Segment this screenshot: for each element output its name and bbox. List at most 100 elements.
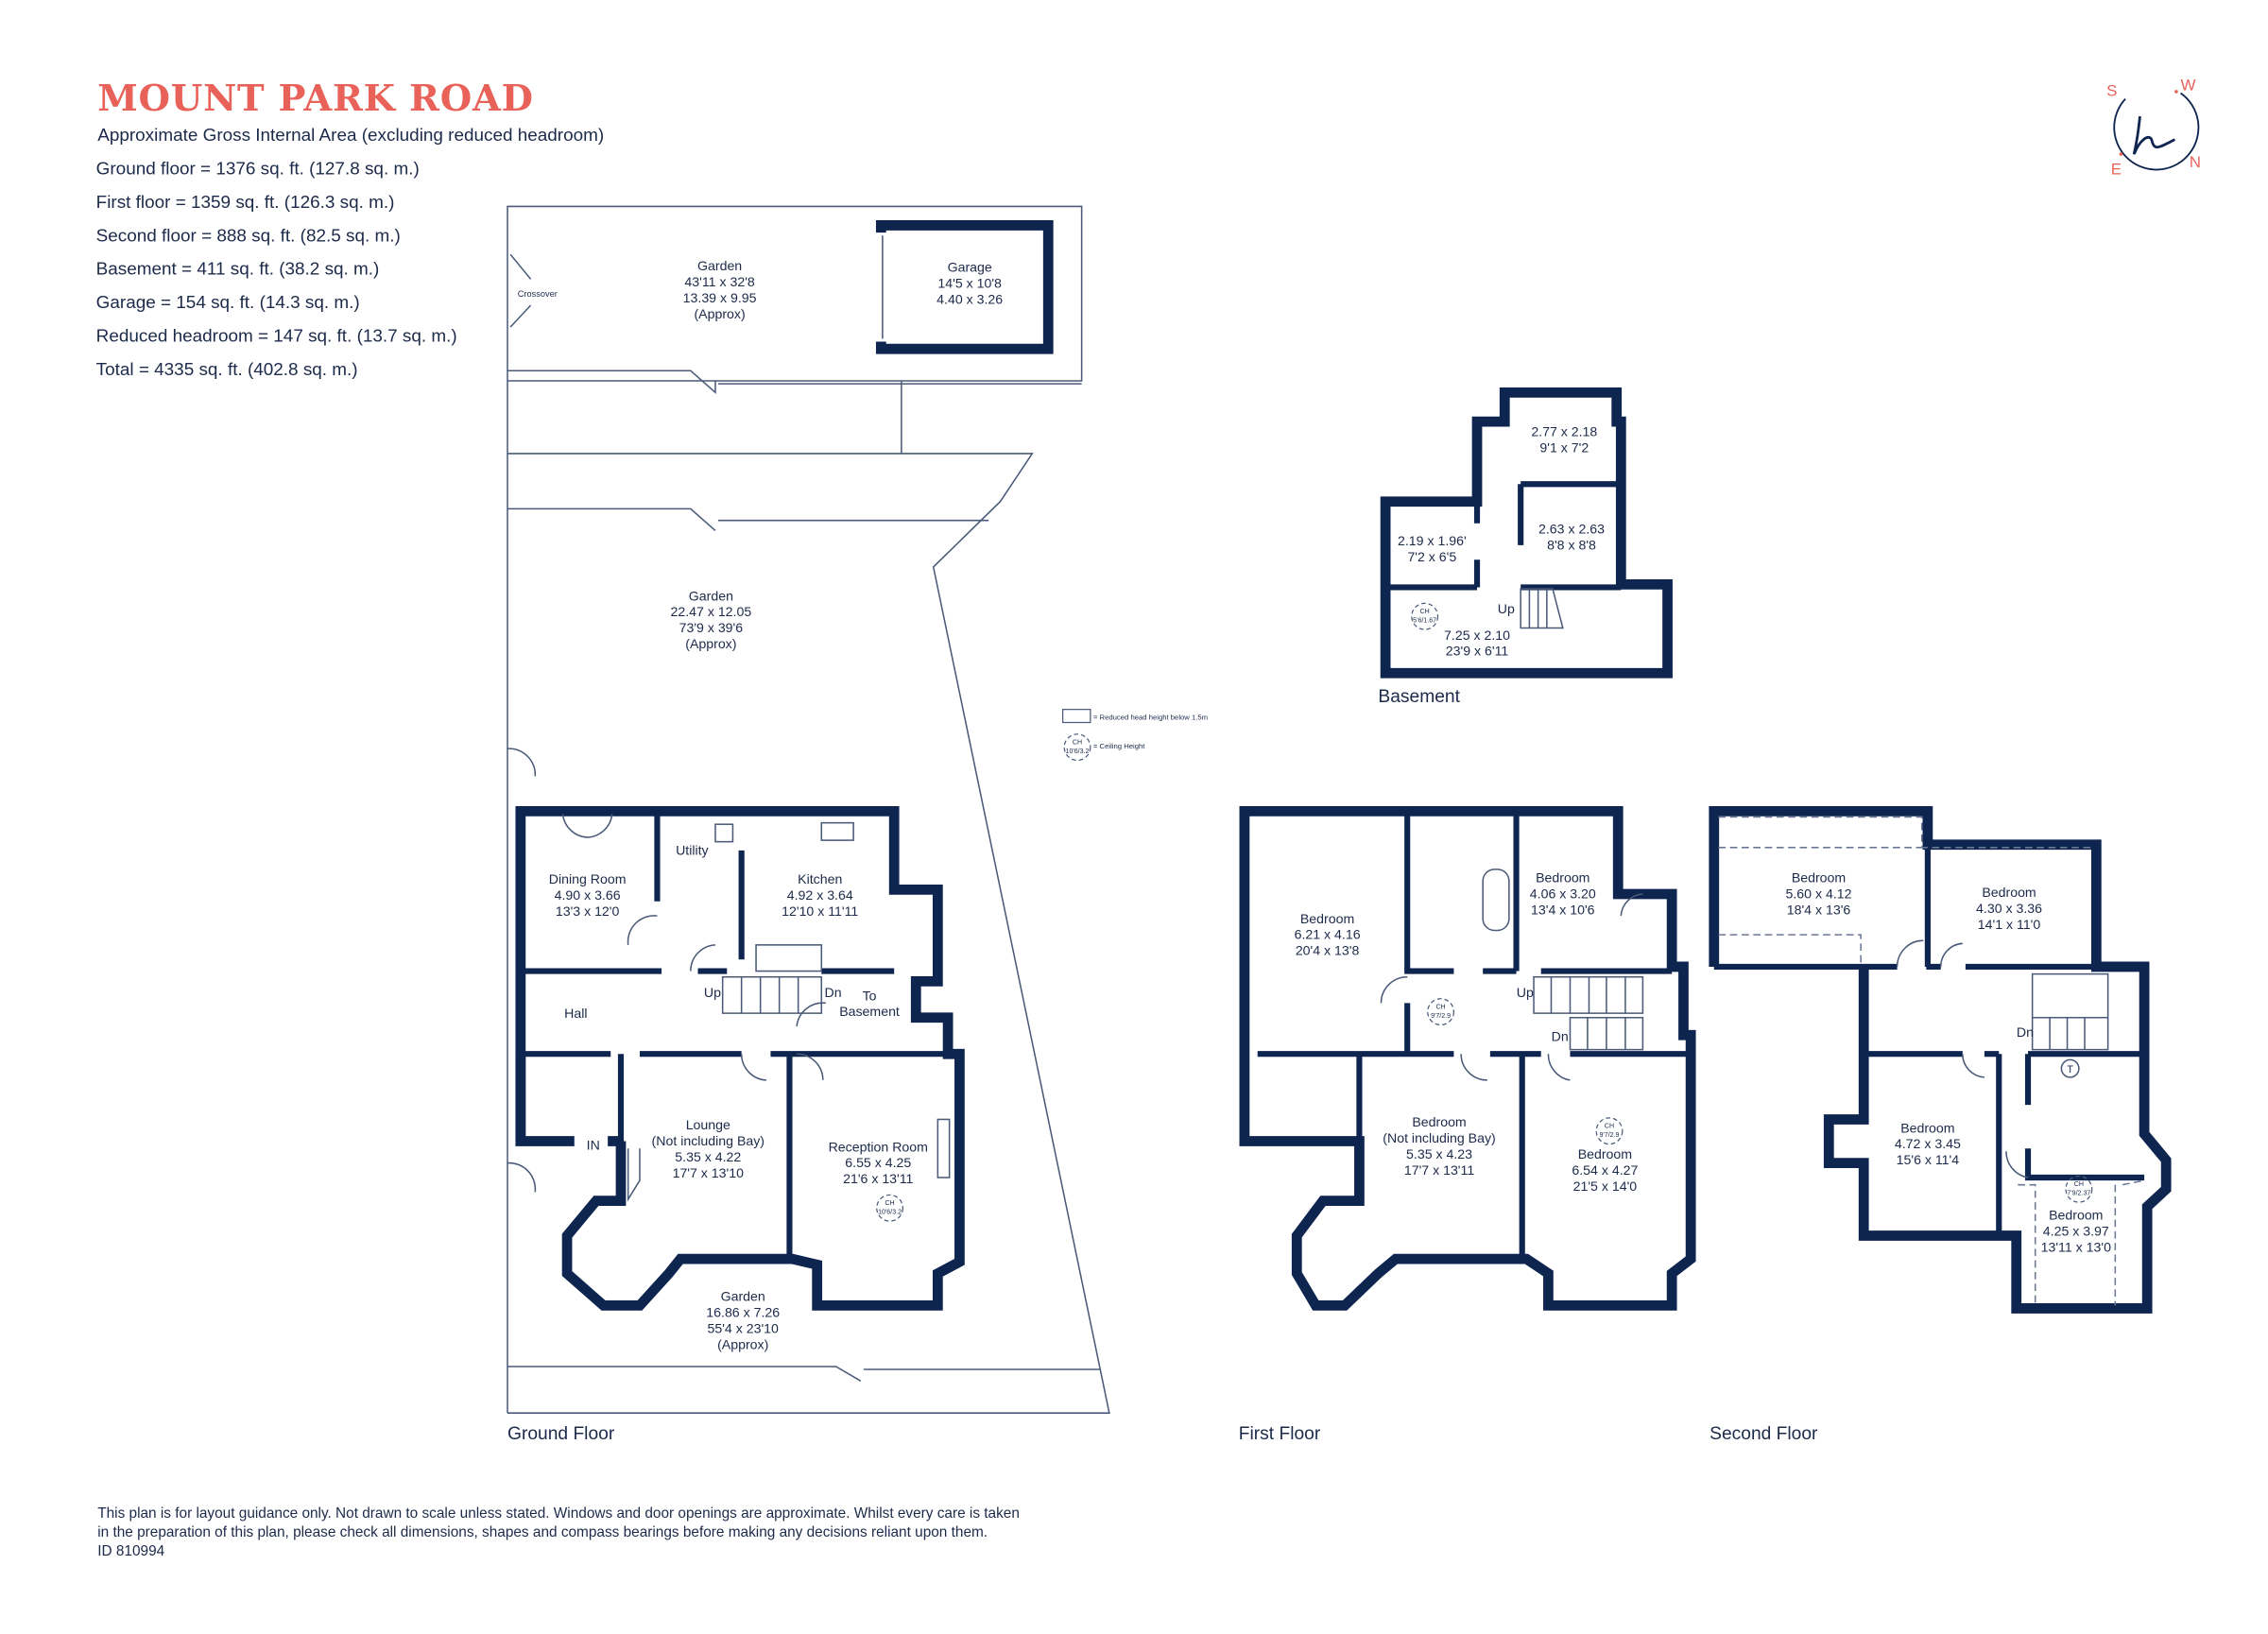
ch-value: 5'6/1.67 <box>1413 617 1436 624</box>
room-dim-imperial: 13'4 x 10'6 <box>1531 903 1595 918</box>
legend-ceiling-height: = Ceiling Height <box>1093 742 1145 750</box>
room-name: Bedroom <box>1300 911 1354 926</box>
room-dim-imperial: 9'1 x 7'2 <box>1539 439 1589 455</box>
room-name: Bedroom <box>2049 1208 2103 1223</box>
second-bedroom-3-label: Bedroom 4.72 x 3.45 15'6 x 11'4 <box>1895 1120 1961 1167</box>
second-dn-label: Dn <box>2017 1024 2034 1040</box>
ch-label: CH <box>2074 1181 2084 1188</box>
second-floor-walls <box>1709 805 2172 1314</box>
area-basement: Basement = 411 sq. ft. (38.2 sq. m.) <box>96 260 380 280</box>
ch-value: 9'7/2.9 <box>1600 1132 1620 1139</box>
first-floor-walls <box>1239 805 1696 1311</box>
basement-walls <box>1380 387 1673 679</box>
compass-logo: S W E N <box>2106 76 2201 178</box>
compass-n: N <box>2190 153 2201 171</box>
hall-label: Hall <box>564 1006 587 1021</box>
room-dim-metric: 7.25 x 2.10 <box>1444 628 1510 643</box>
stairs-down-label: Dn <box>825 985 842 1000</box>
compass-e: E <box>2111 161 2122 179</box>
ground-floor-walls <box>515 805 965 1311</box>
garden-rear-label: Garden 16.86 x 7.26 55'4 x 23'10 (Approx… <box>706 1289 780 1352</box>
room-dim-imperial: 8'8 x 8'8 <box>1547 537 1596 552</box>
room-name: Garage <box>948 260 992 275</box>
basement-up-label: Up <box>1498 601 1515 616</box>
ch-label: CH <box>1435 1005 1445 1011</box>
room-dim-metric: 5.35 x 4.22 <box>675 1149 741 1164</box>
room-dim-imperial: 23'9 x 6'11 <box>1446 644 1509 659</box>
room-dim-metric: 4.40 x 3.26 <box>936 291 1003 306</box>
first-bedroom-4-label: CH 9'7/2.9 Bedroom 6.54 x 4.27 21'5 x 14… <box>1572 1117 1639 1194</box>
room-dim-imperial: 43'11 x 32'8 <box>684 274 754 289</box>
ch-value: 10'6/3.2 <box>878 1209 902 1215</box>
plan-id: ID 810994 <box>97 1543 164 1559</box>
room-name: Bedroom <box>1900 1120 1954 1135</box>
room-note: (Not including Bay) <box>1383 1130 1495 1145</box>
utility-label: Utility <box>676 842 709 857</box>
disclaimer: This plan is for layout guidance only. N… <box>97 1505 1020 1559</box>
first-bedroom-3-label: Bedroom (Not including Bay) 5.35 x 4.23 … <box>1383 1114 1495 1178</box>
basement-room-4: 7.25 x 2.10 23'9 x 6'11 CH 5'6/1.67 <box>1411 602 1510 659</box>
room-name: Bedroom <box>1412 1114 1466 1129</box>
room-name: Lounge <box>686 1117 730 1132</box>
ground-floor-label: Ground Floor <box>507 1424 615 1444</box>
compass-s: S <box>2106 82 2117 100</box>
area-second: Second floor = 888 sq. ft. (82.5 sq. m.) <box>96 226 401 246</box>
room-dim-metric: 4.25 x 3.97 <box>2043 1224 2109 1239</box>
entrance-label: IN <box>587 1138 600 1153</box>
to-basement-label-2: Basement <box>839 1004 900 1019</box>
room-dim-imperial: 13'11 x 13'0 <box>2041 1239 2111 1254</box>
reception-room-label: Reception Room 6.55 x 4.25 21'6 x 13'11 … <box>829 1139 928 1222</box>
room-dim-metric: 6.54 x 4.27 <box>1572 1162 1638 1178</box>
room-name: Kitchen <box>798 871 842 886</box>
page-title: MOUNT PARK ROAD <box>97 77 533 120</box>
room-dim-imperial: 17'7 x 13'11 <box>1404 1162 1474 1178</box>
garden-side-label: Garden 22.47 x 12.05 73'9 x 39'6 (Approx… <box>671 588 752 651</box>
ch-value: 10'6/3.2 <box>1066 748 1090 755</box>
room-dim-metric: 4.30 x 3.36 <box>1976 901 2042 916</box>
dining-room-label: Dining Room 4.90 x 3.66 13'3 x 12'0 <box>549 871 627 919</box>
room-note: (Approx) <box>685 636 736 651</box>
room-name: Garden <box>697 258 742 273</box>
room-dim-metric: 6.55 x 4.25 <box>845 1155 911 1170</box>
area-ground: Ground floor = 1376 sq. ft. (127.8 sq. m… <box>96 160 420 180</box>
area-list: Ground floor = 1376 sq. ft. (127.8 sq. m… <box>96 160 457 380</box>
ch-value: 9'7/2.9 <box>1431 1013 1451 1020</box>
legend: = Reduced head height below 1.5m CH 10'6… <box>1062 709 1208 762</box>
room-note: (Approx) <box>717 1337 768 1352</box>
room-dim-metric: 16.86 x 7.26 <box>706 1305 780 1320</box>
basement-room-3: 2.19 x 1.96' 7'2 x 6'5 <box>1398 533 1467 564</box>
garage-label: Garage 14'5 x 10'8 4.40 x 3.26 <box>936 260 1003 307</box>
lounge-label: Lounge (Not including Bay) 5.35 x 4.22 1… <box>652 1117 765 1180</box>
room-dim-metric: 4.72 x 3.45 <box>1895 1136 1961 1151</box>
disclaimer-line: This plan is for layout guidance only. N… <box>97 1505 1020 1522</box>
room-dim-imperial: 17'7 x 13'10 <box>673 1165 745 1180</box>
second-bedroom-1-label: Bedroom 5.60 x 4.12 18'4 x 13'6 <box>1786 870 1852 918</box>
room-dim-metric: 4.92 x 3.64 <box>787 887 853 903</box>
second-bedroom-4-label: CH 7'9/2.37 Bedroom 4.25 x 3.97 13'11 x … <box>2041 1175 2111 1254</box>
area-garage: Garage = 154 sq. ft. (14.3 sq. m.) <box>96 293 360 313</box>
room-dim-metric: 2.63 x 2.63 <box>1538 522 1605 537</box>
to-basement-label: To <box>863 988 877 1003</box>
room-dim-metric: 2.19 x 1.96' <box>1398 533 1467 548</box>
first-bedroom-2-label: Bedroom 4.06 x 3.20 13'4 x 10'6 <box>1530 870 1596 918</box>
first-up-label: Up <box>1517 985 1534 1000</box>
room-dim-imperial: 21'6 x 13'11 <box>843 1171 913 1186</box>
room-dim-imperial: 18'4 x 13'6 <box>1787 903 1851 918</box>
basement-room-2: 2.63 x 2.63 8'8 x 8'8 <box>1538 522 1605 553</box>
first-landing-ch: CH 9'7/2.9 <box>1427 998 1455 1026</box>
area-reduced: Reduced headroom = 147 sq. ft. (13.7 sq.… <box>96 326 457 346</box>
room-dim-imperial: 21'5 x 14'0 <box>1573 1178 1638 1194</box>
room-name: Bedroom <box>1578 1146 1632 1161</box>
room-name: Bedroom <box>1982 885 2036 900</box>
area-subtitle: Approximate Gross Internal Area (excludi… <box>97 126 604 146</box>
room-dim-imperial: 14'5 x 10'8 <box>937 276 1002 291</box>
second-bedroom-2-label: Bedroom 4.30 x 3.36 14'1 x 11'0 <box>1976 885 2042 932</box>
basement-room-1: 2.77 x 2.18 9'1 x 7'2 <box>1531 423 1597 455</box>
room-name: Reception Room <box>829 1139 928 1154</box>
room-dim-imperial: 12'10 x 11'11 <box>782 903 858 919</box>
garden-front-label: Garden 43'11 x 32'8 13.39 x 9.95 (Approx… <box>683 258 757 321</box>
ch-label: CH <box>1605 1124 1614 1130</box>
room-name: Bedroom <box>1536 870 1589 886</box>
room-dim-imperial: 13'3 x 12'0 <box>556 903 620 919</box>
first-bedroom-1-label: Bedroom 6.21 x 4.16 20'4 x 13'8 <box>1295 911 1361 958</box>
